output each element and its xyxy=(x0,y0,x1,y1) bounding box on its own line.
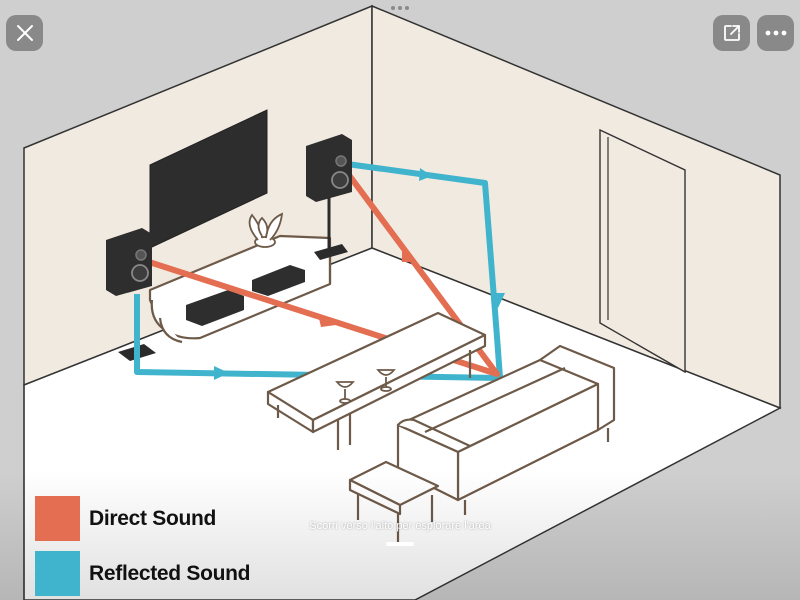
more-options-button[interactable] xyxy=(757,15,794,51)
open-external-button[interactable] xyxy=(713,15,750,51)
tv xyxy=(149,109,268,249)
direct-sound-swatch xyxy=(35,496,80,541)
legend-item-reflected: Reflected Sound xyxy=(35,551,250,596)
close-icon xyxy=(16,25,33,41)
coffee-table xyxy=(266,311,487,450)
direct-sound-label: Direct Sound xyxy=(89,506,217,530)
av-receiver xyxy=(186,290,244,326)
ellipsis-icon xyxy=(765,30,786,36)
sheet-grabber[interactable] xyxy=(391,6,409,10)
door xyxy=(599,128,686,374)
scroll-hint: Scorri verso l'alto per esplorare l'area xyxy=(309,520,491,532)
open-external-icon xyxy=(723,25,740,41)
streamer xyxy=(252,265,305,296)
reflected-sound-label: Reflected Sound xyxy=(89,561,251,585)
legend-item-direct: Direct Sound xyxy=(35,496,216,541)
home-indicator[interactable] xyxy=(386,542,414,546)
speaker-left xyxy=(106,228,152,296)
reflected-sound-swatch xyxy=(35,551,80,596)
speaker-right xyxy=(306,134,352,202)
plant xyxy=(248,212,284,248)
wine-glasses xyxy=(335,369,396,404)
close-button[interactable] xyxy=(6,15,43,51)
